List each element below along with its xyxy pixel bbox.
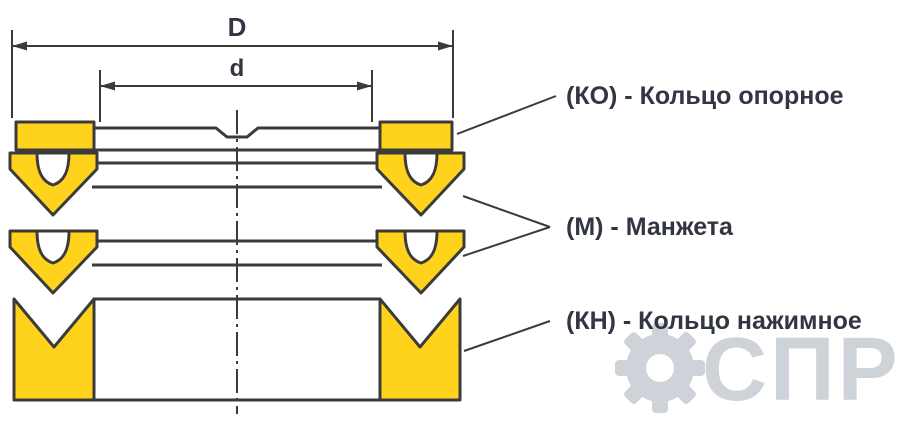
watermark-text: СПР: [702, 320, 900, 420]
outer-diameter-label: D: [228, 12, 247, 42]
leader-cuff-upper: [462, 195, 551, 228]
legend-support-ring-label: (КО) - Кольцо опорное: [566, 82, 844, 110]
cuff-groove-left: [35, 229, 71, 265]
pressure-ring-section-right: [378, 297, 462, 402]
legend-cuff-label: (М) - Манжета: [566, 213, 734, 241]
cuff-lower: [8, 229, 466, 295]
leader-pressure-ring: [463, 320, 551, 352]
inner-diameter-label: d: [230, 55, 245, 82]
leader-support-ring: [456, 95, 557, 135]
dimension-inner-diameter: d: [99, 55, 373, 122]
cuff-groove-right: [403, 151, 439, 187]
support-ring: [14, 120, 454, 152]
cuff-groove-left: [35, 151, 71, 187]
arrowhead-right-icon: [357, 81, 372, 91]
gear-icon: [615, 323, 705, 413]
pressure-ring-section-left: [12, 297, 96, 402]
support-ring-section-left: [14, 120, 96, 152]
arrowhead-left-icon: [12, 41, 27, 51]
arrowhead-left-icon: [100, 81, 115, 91]
cuff-groove-right: [403, 229, 439, 265]
legend-pressure-ring-label: (КН) - Кольцо нажимное: [566, 307, 862, 335]
support-ring-section-right: [378, 120, 454, 152]
watermark: СПР: [615, 320, 900, 420]
leader-lines: [456, 95, 557, 352]
leader-cuff-lower: [462, 226, 551, 257]
dimension-outer-diameter: D: [11, 12, 454, 118]
arrowhead-right-icon: [438, 41, 453, 51]
